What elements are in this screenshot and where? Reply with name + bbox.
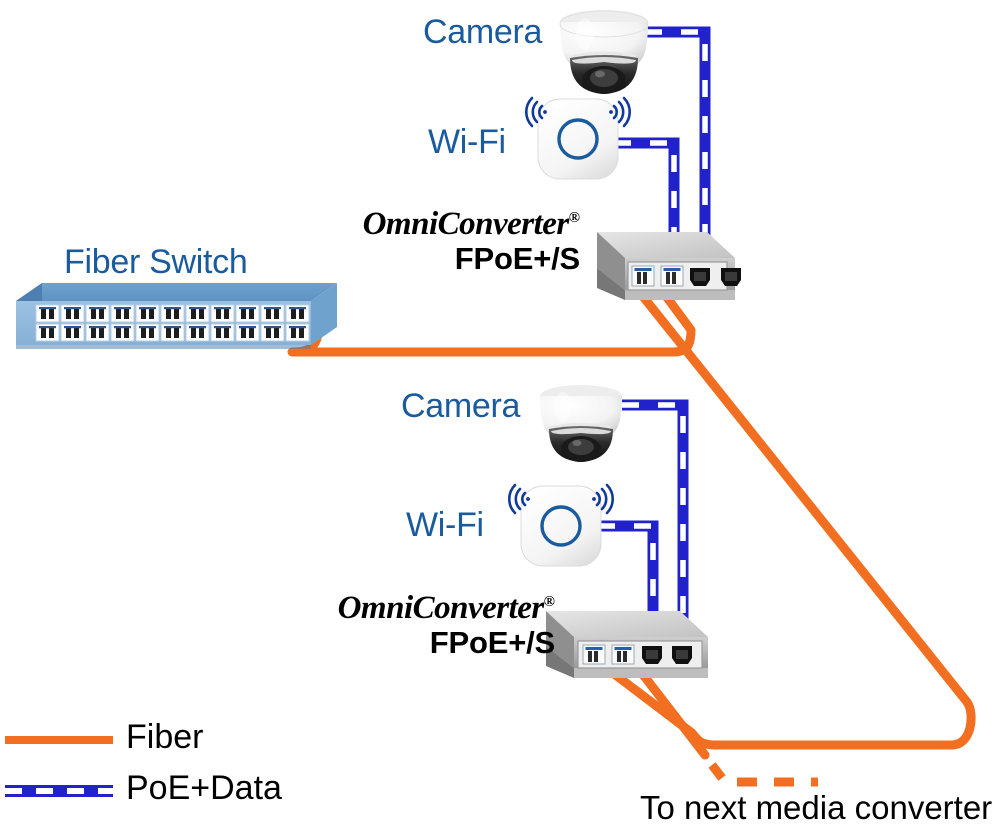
- label-fiber-switch: Fiber Switch: [64, 243, 248, 281]
- converter-top-rj45-ports: [690, 268, 741, 286]
- omniconverter-bottom-model: FPoE+/S: [429, 625, 555, 660]
- omniconverter-top-name-line: OmniConverter®: [250, 208, 580, 241]
- fiber-switch-device: [16, 283, 337, 349]
- dome-camera-top: [559, 10, 649, 94]
- omniconverter-device-top: [597, 232, 741, 300]
- registered-trademark-icon: ®: [543, 594, 555, 610]
- legend-label-poe-data: PoE+Data: [126, 769, 282, 807]
- poe-cable-camera-bottom: [622, 399, 689, 663]
- omniconverter-top-name: OmniConverter: [362, 206, 570, 242]
- annotation-next-media-converter: To next media converter: [640, 789, 993, 826]
- legend-label-fiber: Fiber: [126, 718, 204, 756]
- label-wifi-bottom: Wi-Fi: [406, 506, 484, 544]
- omniconverter-device-bottom: [546, 611, 708, 678]
- converter-bottom-fiber-ports: [582, 644, 635, 665]
- label-wifi-top: Wi-Fi: [428, 123, 506, 161]
- wifi-access-point-top: [525, 96, 631, 180]
- registered-trademark-icon: ®: [568, 210, 580, 226]
- converter-top-fiber-ports: [631, 265, 684, 287]
- label-omniconverter-top: OmniConverter® FPoE+/S: [250, 208, 581, 277]
- omniconverter-bottom-name-line: OmniConverter®: [225, 592, 555, 625]
- label-omniconverter-bottom: OmniConverter® FPoE+/S: [225, 592, 556, 661]
- omniconverter-top-model: FPoE+/S: [454, 241, 580, 276]
- fiber-cable-to-next-converter: [636, 667, 818, 787]
- fiber-switch-ports: [35, 304, 310, 342]
- fiber-cable-switch-to-converter-top: [287, 283, 696, 357]
- label-camera-bottom: Camera: [401, 387, 521, 425]
- poe-cable-camera-top: [645, 26, 711, 285]
- wifi-access-point-bottom: [508, 483, 614, 567]
- legend-item-poe-data: PoE+Data: [126, 769, 282, 808]
- legend-item-fiber: Fiber: [126, 718, 203, 757]
- converter-bottom-rj45-ports: [642, 646, 692, 664]
- label-camera-top: Camera: [423, 13, 543, 51]
- omniconverter-bottom-name: OmniConverter: [337, 590, 545, 626]
- dome-camera-bottom: [540, 385, 622, 462]
